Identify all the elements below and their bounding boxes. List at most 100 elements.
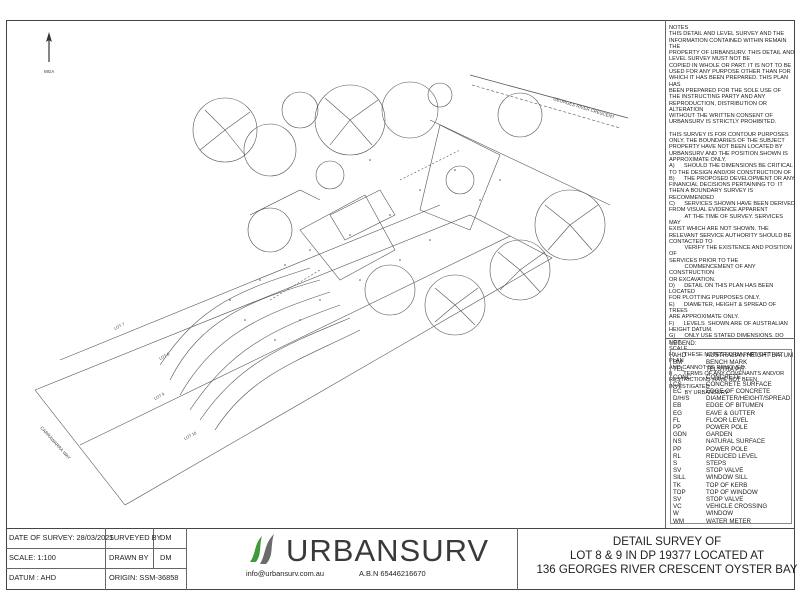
legend-abbr: S	[673, 460, 678, 467]
legend-desc: AUSTRALIAN HEIGHT DATUM	[706, 352, 794, 359]
date-of-survey: DATE OF SURVEY: 28/03/2021	[9, 533, 114, 542]
contour	[189, 304, 341, 411]
surveyed-by-value: DM	[160, 533, 172, 542]
tree-spokes	[497, 251, 546, 293]
fence	[249, 189, 321, 216]
company-name: URBANSURV	[286, 533, 490, 568]
tree-canopy	[497, 92, 543, 138]
legend-abbr: RL	[673, 452, 681, 460]
company-abn: A.B.N 65446216670	[359, 569, 426, 578]
contour	[199, 317, 351, 421]
origin: ORIGIN: SSM-36858	[109, 573, 179, 582]
driveway	[419, 124, 501, 231]
drawing-sheet-border	[6, 20, 795, 590]
legend-abbr: TEL	[673, 366, 685, 374]
legend-desc: DIAMETER/HEIGHT/SPREAD	[706, 395, 791, 403]
legend-item: NS NATURAL SURFACE	[673, 438, 765, 445]
legend-abbr: CONC	[673, 373, 692, 381]
legend-item: GDN GARDEN	[673, 431, 732, 438]
contour	[214, 329, 361, 431]
tree-canopy	[427, 82, 453, 108]
divider	[6, 568, 186, 569]
legend-abbr: GDN	[673, 431, 687, 439]
divider	[6, 548, 186, 549]
building-outline-2	[329, 189, 396, 241]
legend-abbr: PP	[673, 424, 682, 431]
contour	[169, 279, 321, 381]
legend-desc: POWER POLE	[706, 445, 748, 453]
company-email: info@urbansurv.com.au	[246, 569, 325, 578]
tree-canopy	[247, 207, 293, 253]
lot-boundary	[34, 214, 553, 506]
tree-canopy	[281, 91, 319, 129]
legend-abbr: AHD	[673, 352, 687, 359]
notes-paragraph: THIS SURVEY IS FOR CONTOUR PURPOSES ONLY…	[669, 131, 795, 396]
legend-abbr: FL	[673, 416, 681, 424]
legend-abbr: NS	[673, 438, 682, 446]
urbansurv-logo-icon	[250, 534, 274, 564]
divider	[186, 528, 187, 590]
legend-abbr: BM	[673, 359, 683, 367]
legend-abbr: SV	[673, 467, 682, 475]
legend-desc: BENCH MARK	[706, 359, 748, 367]
notes-text: NOTES THIS DETAIL AND LEVEL SURVEY AND T…	[669, 25, 795, 396]
legend-abbr: EG	[673, 409, 682, 417]
legend-desc: WINDOW	[706, 510, 734, 518]
contour	[159, 267, 311, 366]
legend-desc: STEPS	[706, 460, 727, 467]
tree-canopy	[534, 189, 606, 261]
tree-canopy	[315, 160, 345, 190]
legend-item: D/H/S DIAMETER/HEIGHT/SPREAD	[673, 395, 790, 402]
divider	[517, 528, 518, 590]
street-name-label: GEORGES RIVER CRESCENT	[553, 96, 616, 119]
legend-desc: TOP OF WINDOW	[706, 488, 758, 496]
contour	[179, 291, 331, 396]
tree-canopy	[381, 81, 439, 139]
lot-label: LOT 10	[183, 430, 198, 441]
legend-desc: NATURAL SURFACE	[706, 438, 766, 446]
legend-abbr: CS	[673, 380, 682, 388]
legend-abbr: WM	[673, 517, 684, 525]
legend-abbr: EC	[673, 388, 682, 395]
notes-paragraph: THIS DETAIL AND LEVEL SURVEY AND THE INF…	[669, 31, 795, 126]
divider	[105, 528, 106, 590]
legend-desc: EDGE OF CONCRETE	[706, 388, 771, 395]
service-line	[269, 269, 321, 301]
legend-desc: CONCRETE	[706, 373, 741, 381]
legend-desc: GARDEN	[706, 431, 733, 439]
north-arrow-icon: MGA	[44, 32, 54, 74]
lot-label: LOT 9	[153, 391, 166, 401]
legend-item: S STEPS	[673, 460, 726, 467]
legend-abbr: D/H/S	[673, 395, 690, 403]
tree-canopy	[424, 274, 486, 336]
legend-desc: TOP OF KERB	[706, 481, 748, 489]
tree-spokes	[434, 287, 479, 326]
legend-title: LEGEND:	[670, 341, 697, 347]
legend-desc: STOP VALVE	[706, 467, 744, 475]
street-boundary	[429, 119, 611, 206]
legend-item: PP POWER POLE	[673, 446, 748, 453]
divider	[153, 528, 154, 568]
north-label: MGA	[44, 69, 54, 74]
service-line	[399, 149, 461, 181]
survey-title-line-3: 136 GEORGES RIVER CRESCENT OYSTER BAY	[536, 564, 798, 576]
tree-canopy	[192, 97, 258, 163]
legend-item: CONC CONCRETE	[673, 374, 741, 381]
drawn-by-value: DM	[160, 553, 172, 562]
notes-heading: NOTES	[669, 25, 689, 31]
tree-canopy	[489, 239, 551, 301]
legend-abbr: PP	[673, 445, 682, 453]
lot-label: LOT 8	[158, 351, 171, 361]
kerb-line	[469, 74, 629, 119]
legend-panel	[665, 338, 795, 528]
